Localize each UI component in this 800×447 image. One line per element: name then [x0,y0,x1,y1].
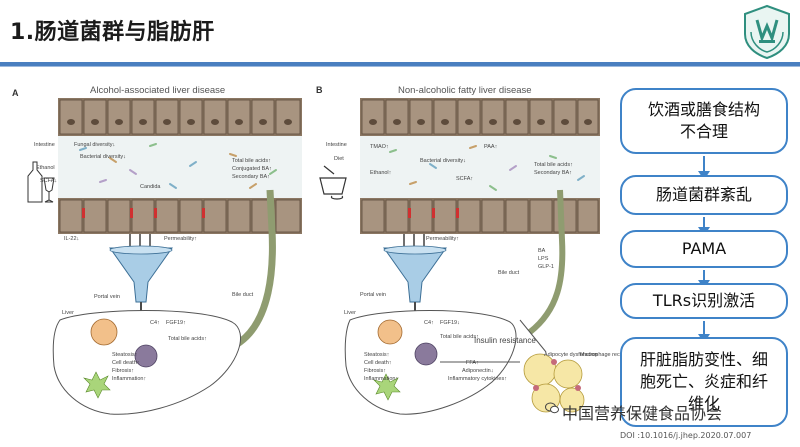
panel-a-label: FGF19↑ [166,320,186,326]
wechat-icon [545,402,559,414]
panel-a-label: Total bile acids↑ [168,336,207,342]
panel-b-label: FGF19↓ [440,320,460,326]
panel-b-label: Liver [344,310,356,316]
panel-a-lower-epithelium [58,198,302,234]
panel-a-label: Intestine [34,142,55,148]
panel-a-label: IL-22↓ [64,236,80,242]
flow-step-diet: 饮酒或膳食结构不合理 [620,88,788,154]
panel-b-label: Ethanol↑ [370,170,392,176]
panel-b-label: Adiponectin↓ [462,368,494,374]
panel-b-label: Diet [334,156,344,162]
flow-arrow [698,321,710,343]
panel-b-label: Total bile acids↑ [440,334,479,340]
panel-b-label: Insulin resistance [474,336,536,345]
panel-b-label: C4↑ [424,320,434,326]
panel-b-label: Bacterial diversity↓ [420,158,466,164]
panel-a-upper-epithelium [58,98,302,136]
panel-b-label: Inflammation↑ [364,376,399,382]
adipocyte-cluster [523,353,585,413]
panel-a-label: Candida [140,184,161,190]
panel-a-label: Secondary BA↑ [232,174,270,180]
panel-a-label: Bile duct [232,292,254,298]
panel-a-label: Steatosis↑ [112,352,138,358]
panel-b-label: PAA↑ [484,144,498,150]
alcohol-bottle-icon [27,161,55,203]
panel-a-label: Conjugated BA↑ [232,166,272,172]
panel-b-label: Portal vein [360,292,386,298]
panel-a-label: Fungal diversity↓ [74,142,116,148]
panel-b-title: Non-alcoholic fatty liver disease [398,85,532,96]
panel-b-label: TMAO↑ [370,144,389,150]
panel-b-label: Permeability↑ [426,236,460,242]
panel-b-label: Steatosis↑ [364,352,390,358]
panel-a-label: Inflammation↑ [112,376,147,382]
panel-b-label: Inflammatory cytokines↑ [448,376,507,382]
panel-a-label: Total bile acids↑ [232,158,271,164]
panel-a-label: C4↑ [150,320,160,326]
panel-a-label: Bacterial diversity↓ [80,154,126,160]
flow-step-liver-damage: 肝脏脂肪变性、细胞死亡、炎症和纤维化 [620,337,788,427]
panel-b-letter: B [316,85,323,95]
watermark-text: 中国营养保健食品协会 [562,404,723,423]
flow-step-tlr: TLRs识别激活 [620,283,788,319]
panel-b-label: BA [538,248,546,254]
panel-a-label: Cell death↑ [112,360,140,366]
header-rule [0,62,800,66]
panel-b-label: Fibrosis↑ [364,368,387,374]
panel-a-illustration [27,98,302,415]
doi-reference: DOI :10.1016/j.jhep.2020.07.007 [620,431,752,440]
panel-b-illustration [319,98,600,415]
panel-a-label: Portal vein [94,294,120,300]
panel-a-label: Liver [62,310,74,316]
flow-step-pama: PAMA [620,230,788,268]
panel-b-label: Cell death↑ [364,360,392,366]
association-logo [744,4,790,60]
panel-a-label: Permeability↑ [164,236,198,242]
panel-b-label: SCFA↑ [456,176,474,182]
panel-b-label: Total bile acids↑ [534,162,573,168]
panel-a-label: SCFA↓ [40,178,58,184]
panel-b-label: Bile duct [498,270,520,276]
panel-b-label: GLP-1 [538,264,554,270]
panel-b-label: Macrophage recruitment [580,352,640,358]
panel-a-letter: A [12,88,19,98]
flow-arrow [698,270,710,289]
panel-b-label: LPS [538,256,549,262]
figure-panels: A Alcohol-associated liver disease [0,70,640,447]
flow-arrow [698,217,710,236]
slide-title: 1.肠道菌群与脂肪肝 [10,20,215,45]
fast-food-icon [319,165,347,200]
panel-b-upper-epithelium [360,98,600,136]
panel-a-label: Ethanol [36,165,55,171]
panel-b-label: Secondary BA↑ [534,170,572,176]
header-rule-thin [0,66,800,67]
panel-b-label: Adipocyte dysfunction [544,352,598,358]
panel-a-title: Alcohol-associated liver disease [90,85,226,96]
flow-arrow [698,156,710,180]
flow-step-dysbiosis: 肠道菌群紊乱 [620,175,788,215]
panel-a-label: Fibrosis↑ [112,368,135,374]
panel-b-label: FFA↑ [466,360,479,366]
panel-b-label: Intestine [326,142,347,148]
